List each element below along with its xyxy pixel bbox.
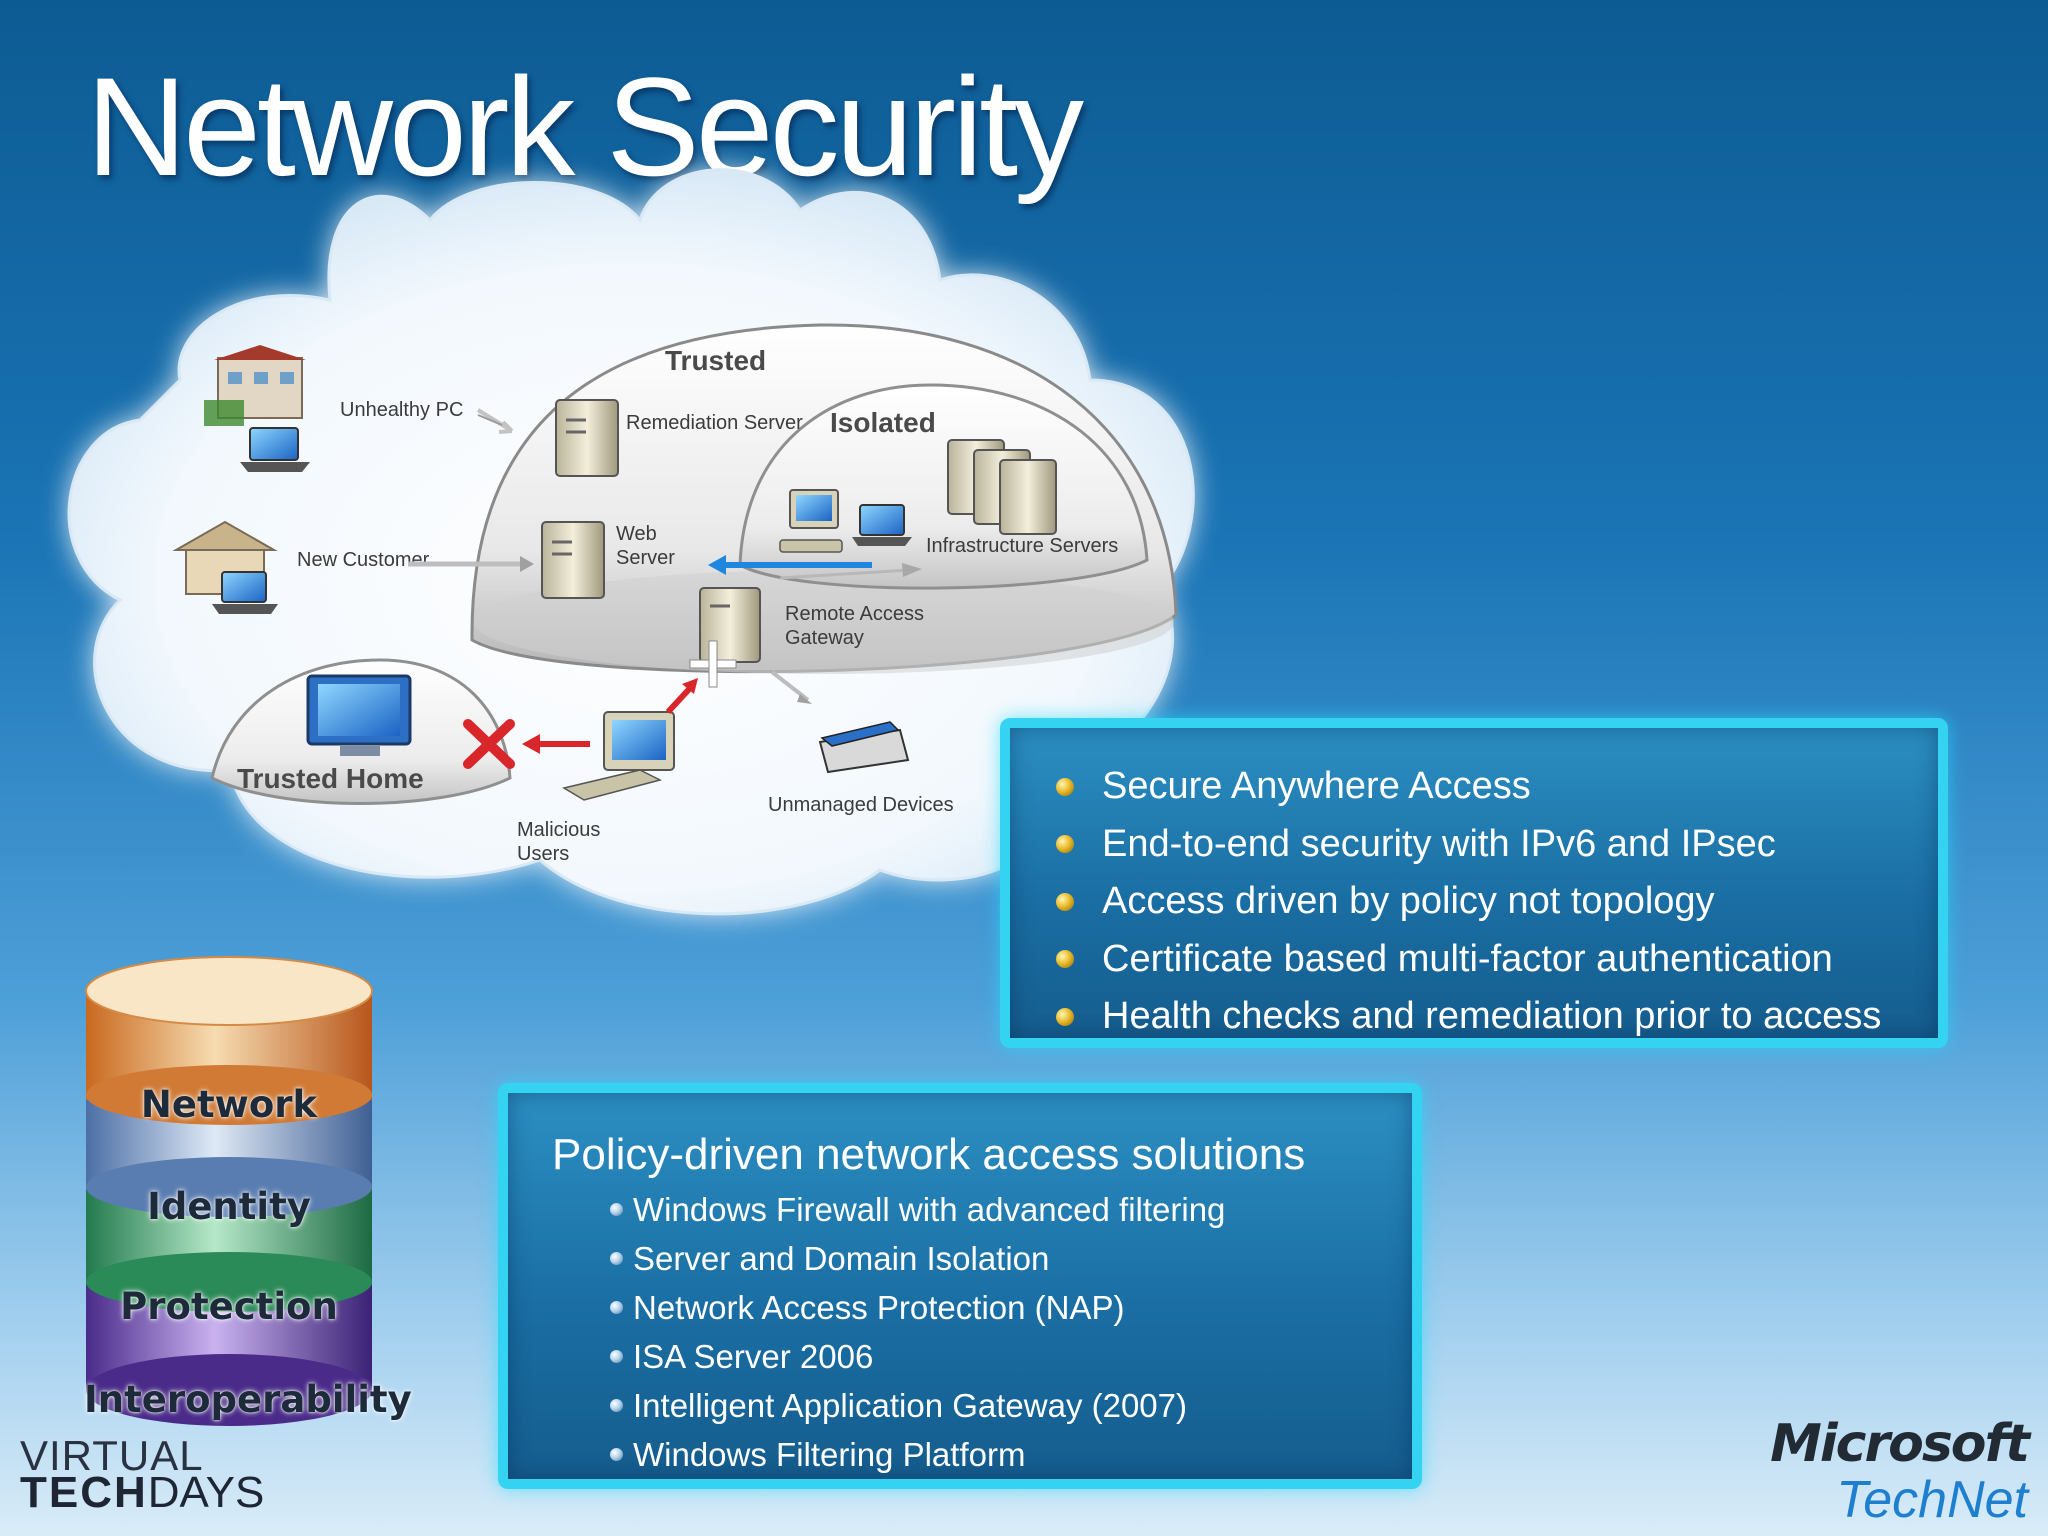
unhealthy-pc-label: Unhealthy PC [340,399,463,421]
solutions-panel: Policy-driven network access solutions W… [498,1083,1422,1489]
bullet-icon [610,1252,623,1265]
isolated-zone [738,383,1149,590]
desktop-icon [779,489,843,553]
new-customer-label: New Customer [297,549,430,571]
bullet-icon [1056,777,1074,796]
laptop-icon [240,427,310,472]
solutions-heading: Policy-driven network access solutions [552,1130,1306,1179]
bullet-icon [610,1399,623,1412]
remote-access-label-2: Gateway [785,627,864,649]
list-item: Network Access Protection (NAP) [610,1283,1392,1332]
list-item: ISA Server 2006 [610,1332,1392,1381]
bullet-icon [610,1448,623,1461]
scanner-icon [818,721,910,774]
event-name-line2: TECHDAYS [20,1468,265,1517]
layer-identity: Identity [147,1185,311,1228]
slide-title: Network Security [86,48,1084,205]
unmanaged-devices-label: Unmanaged Devices [768,794,954,816]
building-icon [204,345,306,426]
list-item: Windows Filtering Platform [610,1430,1392,1479]
list-item: Secure Anywhere Access [1056,758,1918,816]
laptop-icon [852,504,912,546]
solutions-list: Windows Firewall with advanced filtering… [552,1185,1392,1479]
servers-icon [947,439,1057,535]
list-item: End-to-end security with IPv6 and IPsec [1056,816,1918,874]
bullet-icon [610,1350,623,1363]
bullet-icon [1056,1007,1074,1026]
desktop-icon [562,711,675,801]
virtual-techdays-logo: VIRTUAL TECHDAYS [20,1432,320,1517]
laptop-icon [212,571,278,614]
features-list: Secure Anywhere Access End-to-end securi… [1056,758,1918,1046]
security-stack: Network Identity Protection Interoperabi… [84,955,412,1430]
web-server-label-2: Server [616,547,675,569]
list-item: Intelligent Application Gateway (2007) [610,1381,1392,1430]
features-panel: Secure Anywhere Access End-to-end securi… [1000,718,1948,1048]
microsoft-wordmark: Microsoft [1770,1414,2030,1474]
layer-protection: Protection [120,1285,338,1328]
monitor-icon [306,674,412,756]
bullet-icon [610,1203,623,1216]
layer-interoperability: Interoperability [84,1378,412,1421]
list-item: Server and Domain Isolation [610,1234,1392,1283]
server-icon [541,521,605,599]
bullet-icon [610,1301,623,1314]
bullet-icon [1056,892,1074,911]
trusted-home-label: Trusted Home [237,763,424,794]
event-name-line1: VIRTUAL [20,1432,204,1479]
bullet-icon [1056,950,1074,969]
server-icon [555,399,619,477]
network-diagram: Trusted Isolated Trusted Home Unhealthy … [67,168,1195,916]
layer-network: Network [140,1083,318,1126]
malicious-users-label-1: Malicious [517,819,600,841]
isolated-label: Isolated [830,407,936,438]
technet-wordmark: TechNet [1836,1471,2028,1529]
web-server-label-1: Web [616,523,657,545]
blocked-x-icon [463,719,515,769]
bullet-icon [1056,835,1074,854]
stack-graphic [85,956,373,1426]
microsoft-technet-logo: Microsoft TechNet [1770,1414,2030,1529]
list-item: Windows Firewall with advanced filtering [610,1185,1392,1234]
list-item: Certificate based multi-factor authentic… [1056,931,1918,989]
list-item: Access driven by policy not topology [1056,873,1918,931]
remediation-server-label: Remediation Server [626,412,803,434]
malicious-users-label-2: Users [517,843,569,865]
plus-icon [689,640,737,688]
list-item: Health checks and remediation prior to a… [1056,988,1918,1046]
infrastructure-servers-label: Infrastructure Servers [926,535,1118,557]
trusted-label: Trusted [665,345,766,376]
remote-access-label-1: Remote Access [785,603,924,625]
